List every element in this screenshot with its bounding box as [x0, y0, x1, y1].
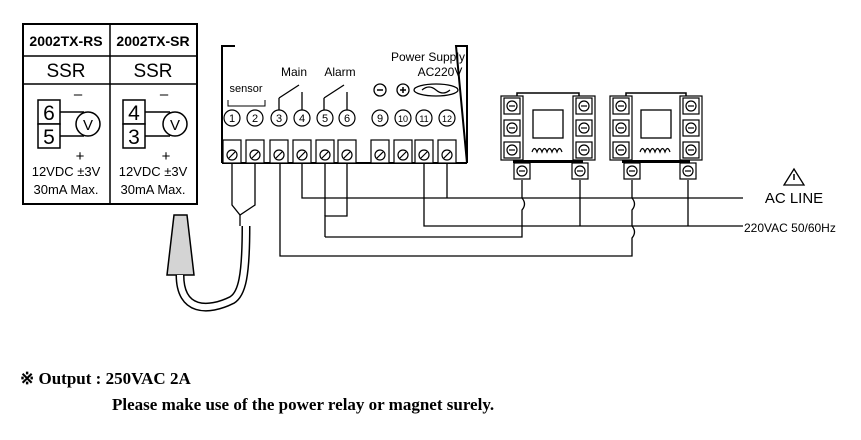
alarm-relay-contact-icon: [323, 84, 348, 110]
sr-terminal-top: 4: [128, 102, 140, 125]
terminal-number: 9: [377, 113, 383, 125]
main-label: Main: [281, 65, 307, 79]
rs-plus-symbol: +: [76, 148, 85, 165]
relay-coil-icon: [639, 147, 671, 154]
relay-contact-window: [640, 109, 672, 139]
wiring: [231, 163, 743, 257]
terminal-number-circle: [293, 109, 311, 127]
sr-terminal-bottom: 3: [128, 126, 140, 149]
supply-voltage-label: 220VAC 50/60Hz: [744, 221, 836, 235]
ac-line-bus: [301, 163, 743, 199]
ac-line-label: AC LINE: [765, 190, 823, 207]
sr-plus-symbol: +: [162, 148, 171, 165]
dc-plus-icon: [396, 83, 410, 97]
terminal-number-circle: [246, 109, 264, 127]
sensor-wire: [231, 163, 256, 216]
rs-minus-symbol: –: [74, 86, 83, 103]
terminal-number-circle: [371, 109, 389, 127]
terminal-number-circle: [338, 109, 356, 127]
relay-contact-window: [532, 109, 564, 139]
ac-wave-icon: [413, 83, 459, 97]
terminal-number-circle: [415, 109, 433, 127]
terminal-number-circle: [270, 109, 288, 127]
output-note: ※ Output : 250VAC 2A: [20, 369, 191, 388]
voltmeter-icon: [75, 111, 101, 137]
terminal-number: 4: [299, 113, 305, 125]
relay-advice-note: Please make use of the power relay or ma…: [112, 395, 495, 414]
main-relay-contact-icon: [278, 84, 303, 110]
terminal-number: 10: [398, 114, 408, 124]
current-rs: 30mA Max.: [33, 182, 98, 197]
relay-coil-icon: [531, 147, 563, 154]
terminal-number: 6: [344, 113, 350, 125]
relay-group: [500, 92, 703, 180]
terminal-number-circle: [223, 109, 241, 127]
voltmeter-icon: [162, 111, 188, 137]
output-type-sr: SSR: [133, 61, 172, 82]
neutral-bus: [423, 163, 743, 227]
sensor-probe: [166, 214, 251, 312]
terminal-number-circle: [394, 109, 412, 127]
terminal-number: 1: [229, 113, 235, 125]
voltage-rs: 12VDC ±3V: [32, 164, 101, 179]
model-rs-label: 2002TX-RS: [29, 33, 102, 49]
terminal-number: 11: [419, 114, 428, 124]
terminal-number-circle: [438, 109, 456, 127]
voltage-sr: 12VDC ±3V: [119, 164, 188, 179]
terminal-number-circle: [316, 109, 334, 127]
rs-voltmeter-symbol: V: [83, 117, 93, 134]
dc-minus-icon: [373, 83, 387, 97]
rs-terminal-block: [37, 99, 101, 149]
rs-terminal-top: 6: [43, 102, 55, 125]
terminal-number: 3: [276, 113, 282, 125]
terminal-number: 12: [442, 114, 452, 124]
sr-terminal-block: [122, 99, 188, 149]
spec-table: [22, 23, 198, 205]
alarm-wire: [324, 163, 348, 237]
warning-triangle-icon: [782, 167, 806, 186]
sensor-label: sensor: [229, 83, 262, 95]
power-supply-label: Power Supply: [391, 50, 465, 64]
output-type-rs: SSR: [46, 61, 85, 82]
terminal-number: 2: [252, 113, 258, 125]
sr-minus-symbol: –: [160, 86, 169, 103]
sr-voltmeter-symbol: V: [170, 117, 180, 134]
power-voltage-label: AC220V: [418, 65, 463, 79]
model-sr-label: 2002TX-SR: [116, 33, 189, 49]
alarm-label: Alarm: [324, 65, 355, 79]
sensor-probe-tip: [166, 214, 195, 276]
terminal-number: 5: [322, 113, 328, 125]
rs-terminal-bottom: 5: [43, 126, 55, 149]
current-sr: 30mA Max.: [120, 182, 185, 197]
